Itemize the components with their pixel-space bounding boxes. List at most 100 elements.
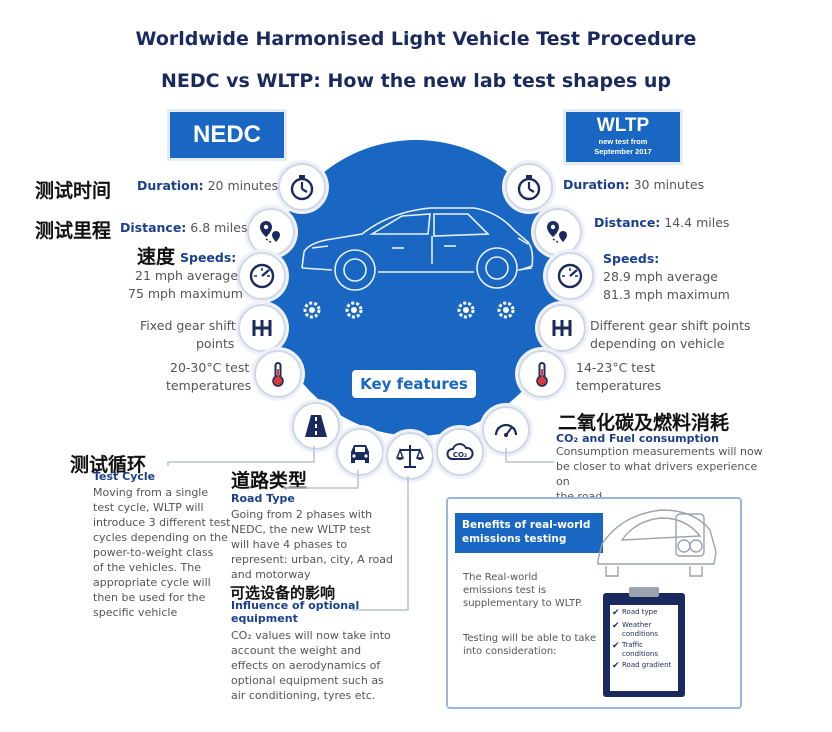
checklist-item: ✔ Weather conditions bbox=[612, 621, 678, 639]
thermometer-icon-circle bbox=[518, 350, 566, 398]
wltp-distance-label: Distance: bbox=[594, 215, 661, 230]
car-outline-icon bbox=[301, 207, 534, 291]
checklist-item: ✔ Traffic conditions bbox=[612, 641, 678, 659]
text-line: represent: urban, city, A road bbox=[231, 553, 393, 566]
cn-duration-label: 测试时间 bbox=[35, 180, 112, 202]
clipboard-paper bbox=[610, 605, 678, 691]
co2-cloud-icon-circle: CO₂ bbox=[436, 428, 484, 476]
speedometer-icon bbox=[557, 263, 583, 289]
stopwatch-icon-circle bbox=[505, 163, 553, 211]
nedc-distance-value: 6.8 miles bbox=[190, 220, 248, 235]
co2-heading: CO₂ and Fuel consumption bbox=[556, 432, 719, 445]
text-line: account the weight and bbox=[231, 644, 362, 657]
wltp-gear-line2: depending on vehicle bbox=[590, 336, 725, 351]
checklist-item: ✔ Road type bbox=[612, 608, 678, 619]
speedometer-icon-circle bbox=[238, 252, 286, 300]
stopwatch-icon bbox=[517, 175, 541, 201]
thermometer-icon-circle bbox=[254, 350, 302, 398]
gear-shift-icon bbox=[252, 320, 272, 336]
checklist-item-label: Traffic conditions bbox=[622, 641, 659, 658]
checkbox-icon: ✔ bbox=[612, 641, 620, 651]
text-line: and motorway bbox=[231, 568, 311, 581]
text-line: Testing will be able to take bbox=[463, 633, 597, 644]
car-front-icon-circle bbox=[336, 428, 384, 476]
text-line: of the vehicles. The bbox=[93, 561, 202, 574]
test-cycle-heading: Test Cycle bbox=[93, 470, 156, 483]
text-line: effects on aerodynamics of bbox=[231, 659, 381, 672]
wltp-duration-value: 30 minutes bbox=[633, 177, 705, 192]
nedc-speeds-label: Speeds: bbox=[180, 249, 236, 267]
location-pin-icon bbox=[260, 221, 280, 244]
cn-test-cycle-label: 测试循环 bbox=[70, 454, 147, 476]
wltp-duration: Duration: 30 minutes bbox=[563, 176, 704, 194]
nedc-distance: Distance: 6.8 miles bbox=[120, 219, 247, 237]
road-type-text: Going from 2 phases with NEDC, the new W… bbox=[231, 507, 401, 582]
co2-icon-label: CO₂ bbox=[453, 451, 467, 459]
wltp-tab-label: WLTP bbox=[596, 115, 650, 136]
text-line: will have 4 phases to bbox=[231, 538, 348, 551]
speedometer-icon-circle bbox=[546, 252, 594, 300]
nedc-speeds-avg: 21 mph average bbox=[135, 268, 239, 283]
optional-heading-line: Influence of optional bbox=[231, 599, 360, 612]
text-line: specific vehicle bbox=[93, 606, 178, 619]
wltp-duration-label: Duration: bbox=[563, 177, 630, 192]
thermometer-icon bbox=[536, 362, 548, 387]
thermometer-icon bbox=[272, 362, 284, 387]
scales-icon-circle bbox=[386, 432, 434, 480]
nedc-speeds-max: 75 mph maximum bbox=[128, 286, 243, 301]
nedc-gear-line1: Fixed gear shift bbox=[140, 318, 236, 333]
text-line: supplementary to WLTP. bbox=[463, 598, 583, 609]
checklist-item-label: Road type bbox=[622, 608, 658, 616]
nedc-duration-value: 20 minutes bbox=[207, 178, 279, 193]
text-line: into consideration: bbox=[463, 646, 557, 657]
text-line: Moving from a single bbox=[93, 486, 209, 499]
location-pin-icon bbox=[547, 221, 567, 244]
cn-optional-equipment-label: 可选设备的影响 bbox=[230, 584, 336, 602]
text-line: appropriate cycle will bbox=[93, 576, 211, 589]
gear-shift-icon bbox=[552, 320, 572, 336]
wltp-speeds-avg: 28.9 mph average bbox=[603, 269, 718, 284]
road-icon bbox=[305, 415, 327, 437]
cn-co2-label: 二氧化碳及燃料消耗 bbox=[558, 412, 730, 434]
text-line: air conditioning, tyres etc. bbox=[231, 689, 376, 702]
optional-text: CO₂ values will now take into account th… bbox=[231, 628, 401, 703]
scales-icon bbox=[395, 445, 425, 468]
nedc-duration: Duration: 20 minutes bbox=[137, 177, 278, 195]
nedc-gear-line2: points bbox=[196, 336, 235, 351]
text-line: test cycle, WLTP will bbox=[93, 501, 204, 514]
optional-heading: Influence of optional equipment bbox=[231, 599, 359, 625]
wltp-distance-value: 14.4 miles bbox=[664, 215, 730, 230]
location-pin-icon-circle bbox=[534, 208, 582, 256]
text-line: Consumption measurements will now bbox=[556, 445, 763, 458]
cn-distance-label: 测试里程 bbox=[35, 220, 112, 242]
nedc-temp-line2: temperatures bbox=[166, 378, 252, 393]
wltp-distance: Distance: 14.4 miles bbox=[594, 214, 729, 232]
gear-shift-icon-circle bbox=[238, 304, 286, 352]
co2-text: Consumption measurements will now be clo… bbox=[556, 444, 766, 504]
nedc-speeds-heading: Speeds: bbox=[180, 250, 237, 265]
benefits-heading-line: emissions testing bbox=[462, 533, 567, 545]
wltp-temp-line1: 14-23°C test bbox=[576, 360, 656, 375]
road-type-heading: Road Type bbox=[231, 492, 295, 505]
benefits-heading: Benefits of real-world emissions testing bbox=[455, 513, 603, 553]
co2-cloud-icon: CO₂ bbox=[446, 443, 474, 460]
wltp-speeds-max: 81.3 mph maximum bbox=[603, 287, 730, 302]
benefits-heading-line: Benefits of real-world bbox=[462, 519, 591, 531]
text-line: cycles depending on the bbox=[93, 531, 228, 544]
test-cycle-text: Moving from a single test cycle, WLTP wi… bbox=[93, 485, 233, 620]
text-line: The Real-world bbox=[463, 572, 538, 583]
text-line: then be used for the bbox=[93, 591, 206, 604]
wltp-temp-line2: temperatures bbox=[576, 378, 662, 393]
text-line: CO₂ values will now take into bbox=[231, 629, 391, 642]
gear-wheel-icon bbox=[303, 301, 321, 319]
gear-shift-icon-circle bbox=[538, 304, 586, 352]
car-front-icon bbox=[351, 445, 369, 463]
cn-road-type-label: 道路类型 bbox=[231, 470, 308, 492]
cn-speeds-label: 速度 bbox=[137, 246, 176, 268]
checklist-item: ✔ Road gradient bbox=[612, 661, 678, 672]
checklist-item-label: Weather conditions bbox=[622, 621, 659, 638]
stopwatch-icon bbox=[290, 175, 314, 201]
text-line: NEDC, the new WLTP test bbox=[231, 523, 371, 536]
optional-heading-line: equipment bbox=[231, 612, 298, 625]
